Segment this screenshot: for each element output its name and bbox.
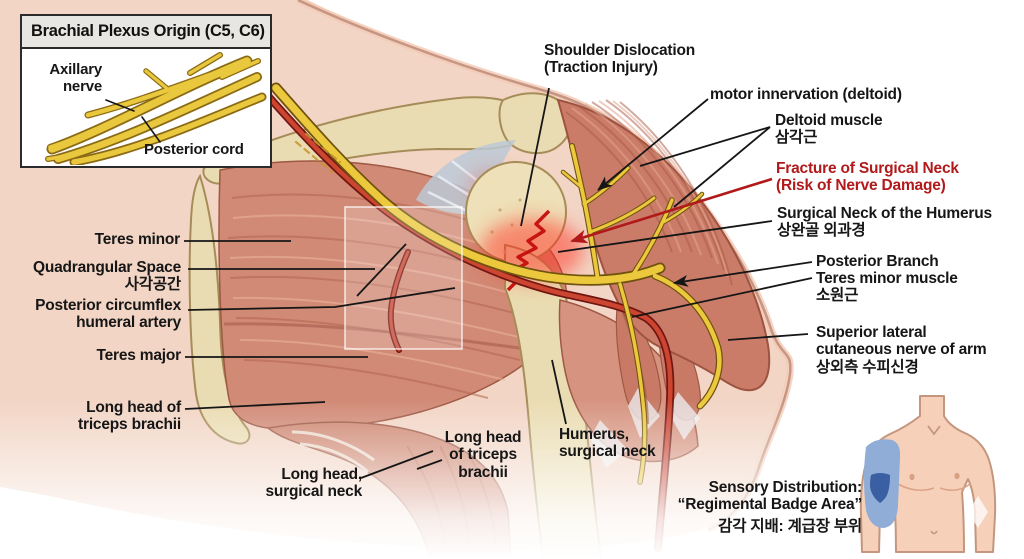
label-posterior-cord: Posterior cord <box>144 141 244 158</box>
label-sensory-distribution-korean: 감각 지배: 계급장 부위 <box>718 518 862 535</box>
torso-figure <box>859 395 997 553</box>
label-axillary-nerve: Axillary nerve <box>49 61 102 95</box>
bottom-fade <box>0 400 1024 559</box>
label-humerus-surgical-neck: Humerus, surgical neck <box>559 426 656 461</box>
leader-deltoid-2 <box>673 126 771 208</box>
label-long-head-of-triceps: Long head of triceps brachii <box>78 399 181 434</box>
quadrangular-space-box <box>344 206 463 350</box>
fracture-warning-arrow <box>570 177 773 244</box>
leader-shoulder-dislocation <box>520 87 550 227</box>
label-motor-innervation: motor innervation (deltoid) <box>710 86 902 103</box>
label-posterior-branch: Posterior Branch <box>816 253 939 270</box>
leader-long-head-center <box>416 459 443 470</box>
leader-superior-lateral <box>727 333 809 341</box>
label-posterior-circumflex: Posterior circumflex humeral artery <box>35 297 181 332</box>
forearm-highlight <box>968 496 988 528</box>
leader-motor-innervation-arrow <box>597 98 709 191</box>
label-long-head-surgical-neck: Long head, surgical neck <box>265 466 363 501</box>
leader-posterior-branch-arrow <box>673 261 813 287</box>
inset-leader-posterior-cord <box>141 116 161 143</box>
label-superior-lateral-cutaneous: Superior lateral cutaneous nerve of arm … <box>816 324 987 376</box>
label-quadrangular-space: Quadrangular Space 사각공간 <box>32 259 181 294</box>
leader-deltoid-1 <box>639 126 771 167</box>
leader-surgical-neck <box>557 220 773 253</box>
label-long-head-of-triceps-center: Long head of triceps brachii <box>444 429 522 481</box>
inset-leader-axillary <box>105 99 135 112</box>
regimental-badge-shape <box>870 473 890 503</box>
label-teres-minor: Teres minor <box>94 231 181 248</box>
brachial-plexus-inset: Brachial Plexus Origin (C5, C6) <box>20 14 272 168</box>
inset-title: Brachial Plexus Origin (C5, C6) <box>22 16 270 49</box>
label-surgical-neck-humerus: Surgical Neck of the Humerus 상완골 외과경 <box>777 205 992 240</box>
label-sensory-distribution: Sensory Distribution: “Regimental Badge … <box>677 479 863 514</box>
label-deltoid-muscle: Deltoid muscle 삼각근 <box>775 112 883 147</box>
leader-lines <box>184 87 813 479</box>
label-shoulder-dislocation: Shoulder Dislocation (Traction Injury) <box>544 42 696 77</box>
plexus-drawing <box>45 52 267 165</box>
label-teres-major: Teres major <box>96 347 181 364</box>
leader-quadrangular-space-inner <box>356 243 407 297</box>
leader-teres-minor-muscle <box>631 277 813 318</box>
label-teres-minor-muscle: Teres minor muscle 소원근 <box>816 270 958 305</box>
label-fracture-warning: Fracture of Surgical Neck (Risk of Nerve… <box>776 160 959 195</box>
leader-humerus <box>551 359 567 425</box>
leader-posterior-circumflex <box>187 287 456 311</box>
leader-long-head-left <box>184 401 326 410</box>
leader-long-head-surgical <box>360 450 434 479</box>
